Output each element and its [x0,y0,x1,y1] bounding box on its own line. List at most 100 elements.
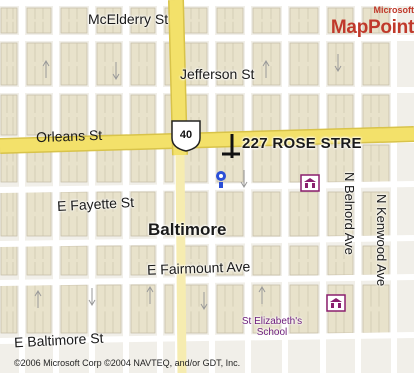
pushpin-icon[interactable] [222,134,240,158]
one-way-arrow-icon [34,290,42,308]
vendor-label: Microsoft [373,5,414,15]
city-block [130,94,156,136]
city-block [327,245,354,276]
city-block [60,42,88,86]
city-block [252,144,281,183]
city-block [26,42,52,86]
city-block [289,191,319,237]
city-block [327,42,354,86]
street-label-mcelderry: McElderry St [88,11,169,27]
city-block [26,94,52,136]
city-block [0,7,18,34]
city-block [289,284,319,334]
mappoint-logo: MapPoint [330,17,414,38]
city-block [26,245,52,276]
city-block [182,245,208,276]
city-block [362,284,390,334]
address-label: 227 ROSE STRE [242,135,362,152]
city-block [164,144,174,183]
city-block [60,7,88,34]
one-way-arrow-icon [240,170,248,188]
city-block [164,284,174,334]
one-way-arrows [34,54,342,310]
one-way-arrow-icon [200,292,208,310]
city-block [252,245,281,276]
city-block [164,191,174,237]
city-block [289,7,319,34]
city-block [0,284,18,334]
city-block [216,245,244,276]
city-block [362,7,390,34]
city-label: Baltimore [148,220,227,239]
street[interactable] [0,235,414,247]
street-label-jefferson: Jefferson St [180,66,255,82]
route-shield-icon: 40 [171,120,201,152]
street[interactable] [0,181,414,193]
city-block [96,42,122,86]
street-label-belnord: N Belnord Ave [342,172,357,255]
city-block [362,191,390,237]
city-block [96,284,122,334]
city-block [182,42,208,86]
location-marker-icon [216,171,226,188]
one-way-arrow-icon [334,54,342,72]
city-block [0,191,18,237]
city-block [362,245,390,276]
one-way-arrow-icon [88,288,96,306]
city-block [252,7,281,34]
city-block [182,191,208,237]
city-block [216,284,244,334]
city-block [130,284,156,334]
street-label-orleans: Orleans St [35,126,103,146]
poi-school-icon[interactable] [326,294,346,312]
city-block [130,245,156,276]
one-way-arrow-icon [112,62,120,80]
city-block [130,7,156,34]
city-block [60,191,88,237]
city-block [252,284,281,334]
street[interactable] [0,274,414,286]
city-block [0,94,18,136]
one-way-arrow-icon [258,286,266,304]
city-block [130,191,156,237]
city-block [60,284,88,334]
city-block [130,42,156,86]
city-block [252,94,281,136]
poi-label-school: St Elizabeth's School [241,316,303,338]
city-block [252,191,281,237]
street[interactable] [0,332,414,344]
city-block [216,7,244,34]
one-way-arrow-icon [42,60,50,78]
city-block [289,245,319,276]
city-block [0,245,18,276]
route-shield-number: 40 [180,129,192,141]
city-block [182,284,208,334]
poi-building-icon[interactable] [300,174,320,192]
city-block [0,42,18,86]
city-block [96,7,122,34]
city-block [26,191,52,237]
city-block [60,245,88,276]
one-way-arrow-icon [146,286,154,304]
city-block [327,144,354,183]
city-block [26,7,52,34]
city-block [362,144,390,183]
city-block [216,191,244,237]
city-block [216,94,244,136]
city-block [96,245,122,276]
city-block [60,94,88,136]
city-block [216,42,244,86]
copyright-notice: ©2006 Microsoft Corp ©2004 NAVTEQ, and/o… [14,358,241,368]
city-block [182,7,208,34]
city-block [289,42,319,86]
city-block [289,94,319,136]
city-block [327,191,354,237]
city-block [96,191,122,237]
city-block [130,144,156,183]
orleans-st-road[interactable] [0,127,414,153]
street-label-kenwood: N Kenwood Ave [374,194,389,287]
one-way-arrow-icon [262,60,270,78]
